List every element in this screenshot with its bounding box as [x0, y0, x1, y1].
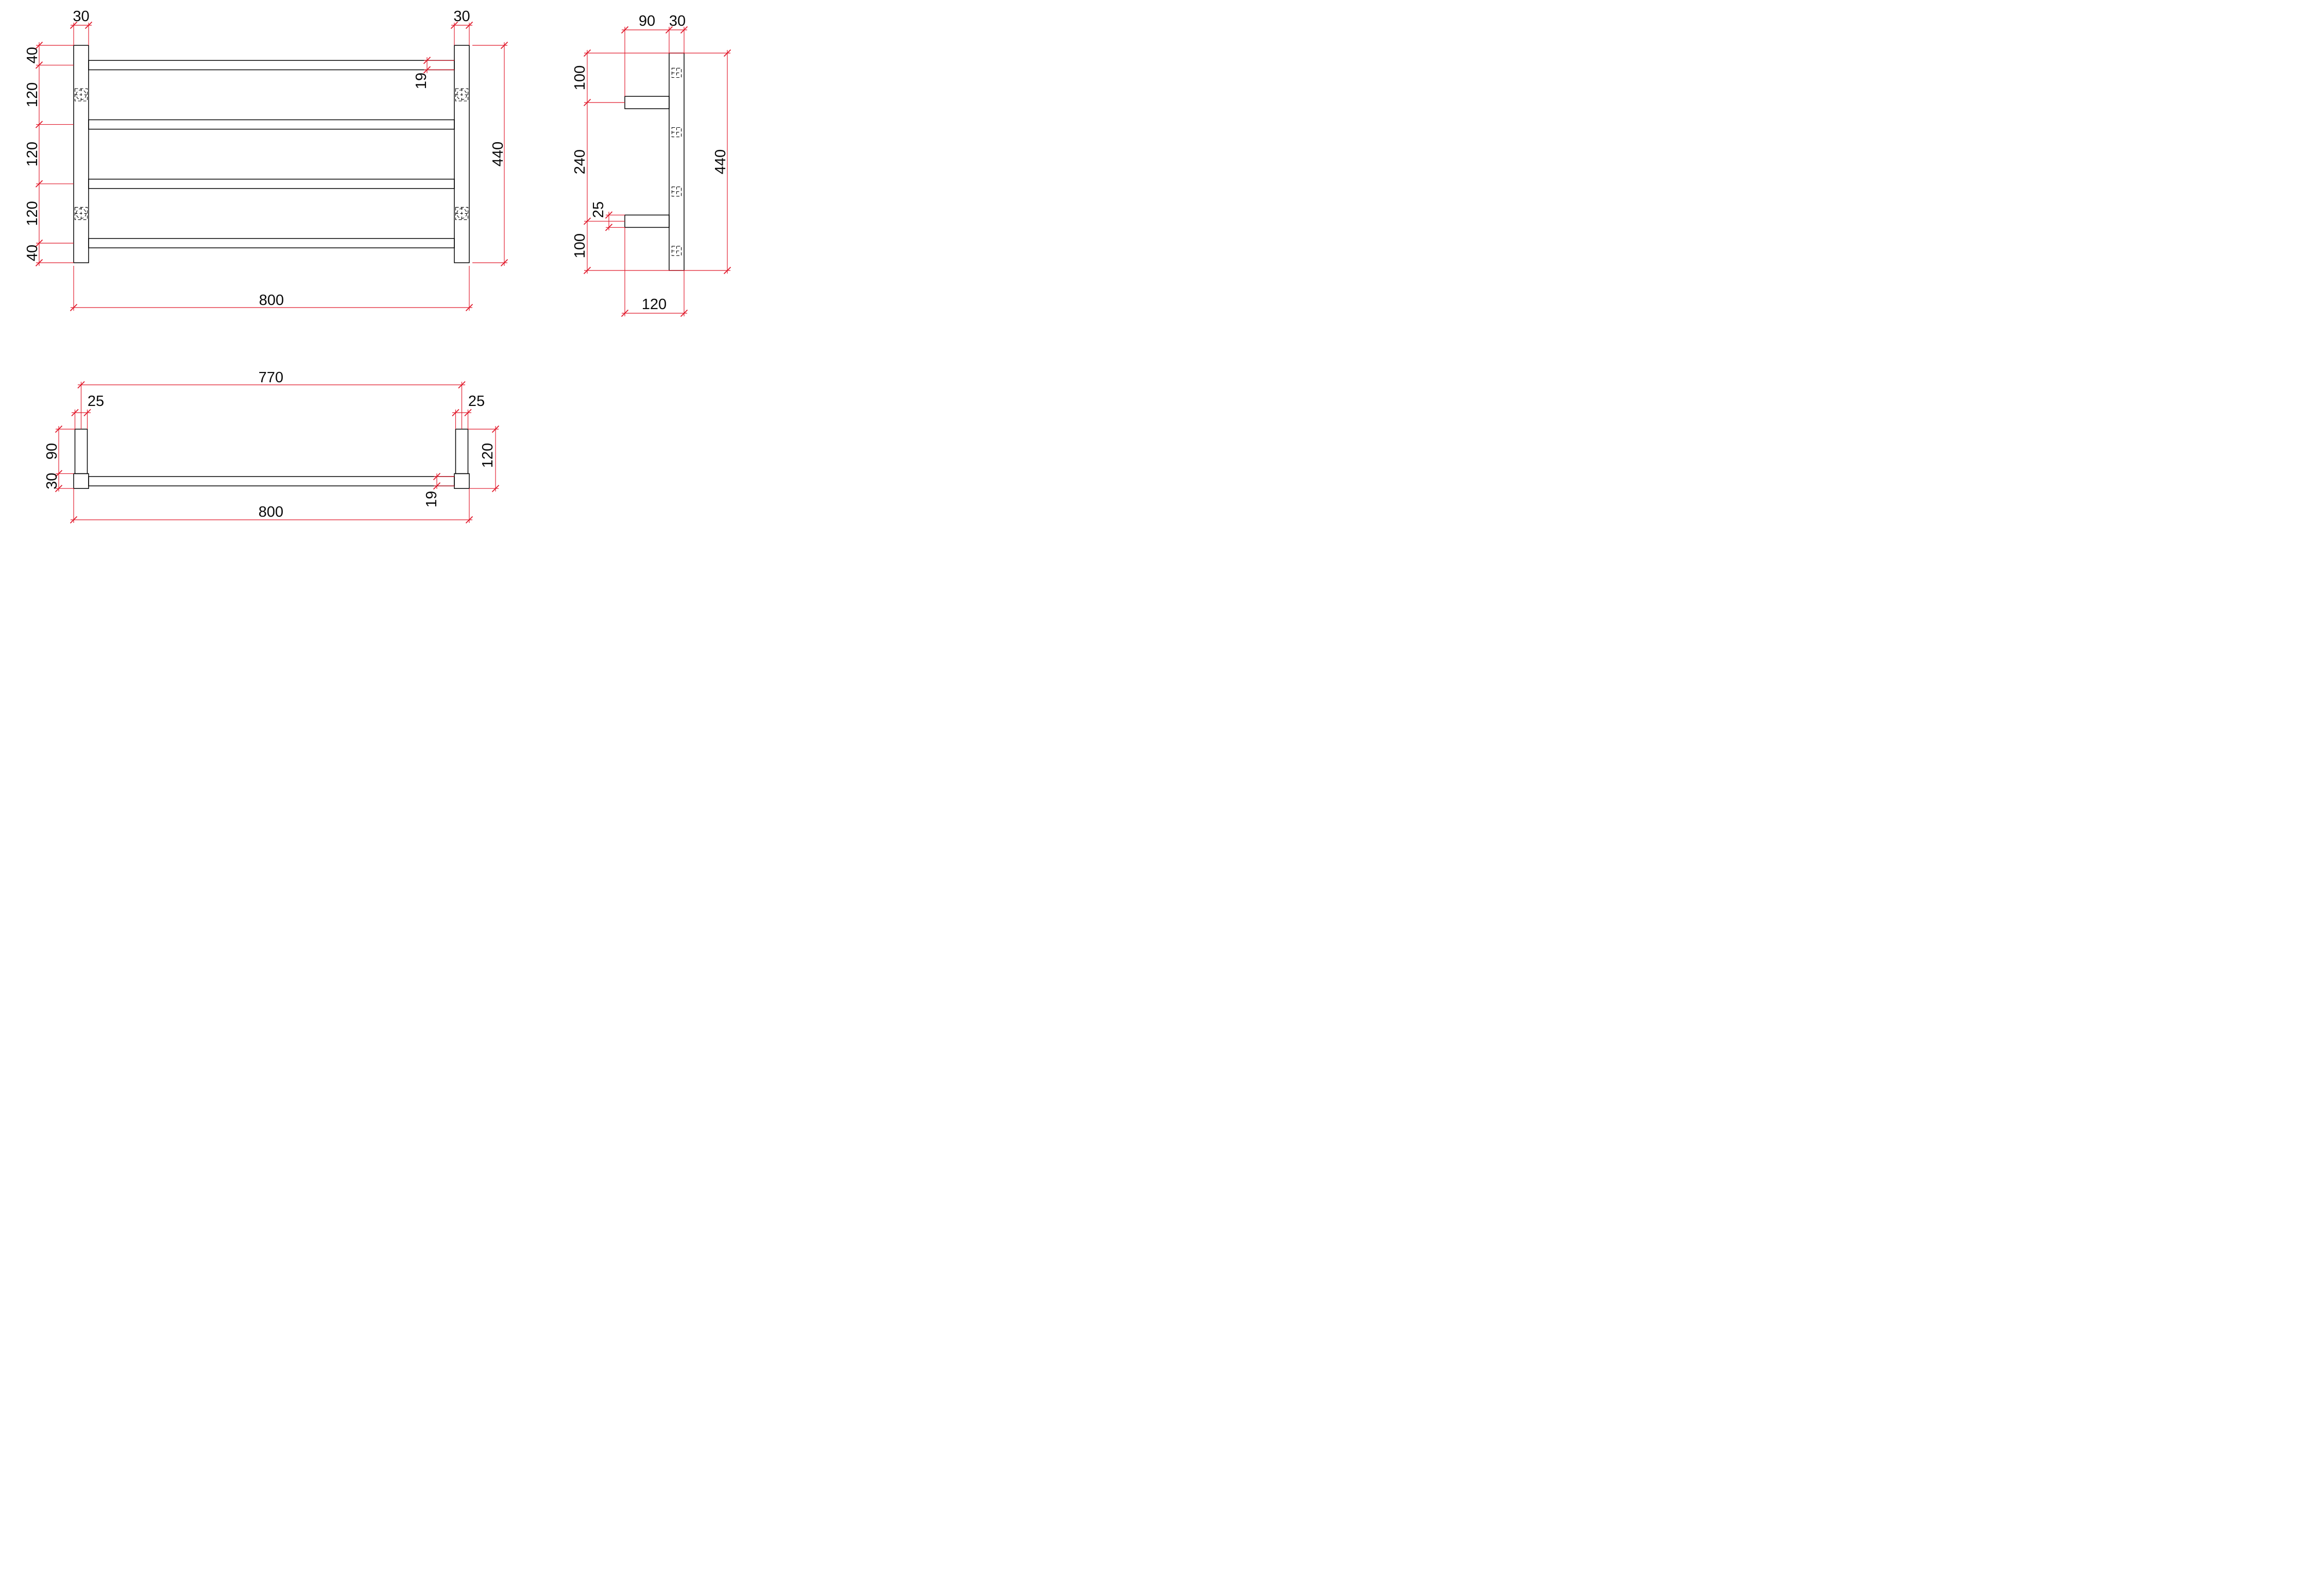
hidden-bracket-icon — [74, 88, 88, 101]
front-rail-1 — [88, 60, 455, 71]
bottom-view: 770 25 25 90 30 120 — [44, 369, 500, 524]
plan-right-bracket — [455, 429, 469, 474]
side-dim-height: 440 — [712, 49, 731, 275]
side-lower-bracket — [624, 214, 670, 228]
dim-label: 120 — [480, 443, 496, 468]
front-dim-chain-left: 40 120 120 120 40 — [24, 41, 74, 267]
dim-label: 800 — [259, 292, 284, 309]
bottom-dim-depth: 120 — [468, 425, 500, 493]
front-right-post — [454, 45, 470, 263]
hidden-rail-end-icon — [671, 246, 682, 256]
bottom-dim-bracket-width-left: 25 — [71, 393, 104, 429]
side-dim-depth: 120 — [621, 227, 688, 317]
bottom-dim-rail-thickness: 19 — [423, 472, 454, 507]
side-upper-bracket — [624, 96, 670, 109]
dim-label: 100 — [572, 65, 588, 90]
front-rail-4 — [88, 238, 455, 248]
bottom-dim-bracket-width-right: 25 — [452, 393, 485, 429]
front-rail-3 — [88, 178, 455, 189]
front-dim-rail-thickness: 19 — [413, 56, 454, 89]
dim-label: 440 — [490, 142, 506, 166]
side-view: 90 30 100 240 100 25 440 — [572, 13, 731, 317]
cad-drawing: 30 30 40 120 120 120 40 19 — [24, 8, 731, 524]
dim-label: 90 — [44, 443, 60, 460]
dim-label: 30 — [669, 13, 686, 29]
dim-label: 120 — [642, 296, 667, 313]
dim-label: 25 — [88, 393, 104, 410]
hidden-rail-end-icon — [671, 67, 682, 78]
plan-rail — [88, 476, 455, 486]
front-view: 30 30 40 120 120 120 40 19 — [24, 8, 508, 312]
plan-right-post — [454, 473, 470, 489]
dim-label: 800 — [259, 504, 283, 520]
hidden-rail-end-icon — [671, 127, 682, 138]
bottom-structure — [73, 429, 470, 489]
front-rail-2 — [88, 119, 455, 130]
dim-label: 120 — [24, 82, 41, 107]
front-dim-post-width-right: 30 — [450, 8, 473, 45]
dim-label: 30 — [453, 8, 470, 25]
front-dim-width: 800 — [70, 266, 473, 312]
front-left-post — [73, 45, 89, 263]
side-dim-chain-left: 100 240 100 — [572, 49, 730, 275]
bottom-dim-left-chain: 90 30 — [44, 425, 75, 493]
bottom-dim-post-centres: 770 — [77, 369, 466, 429]
hidden-bracket-icon — [455, 88, 469, 101]
side-dim-bracket-thickness: 25 — [590, 201, 625, 231]
dim-label: 120 — [24, 201, 41, 226]
drawing-sheet: 30 30 40 120 120 120 40 19 — [0, 0, 773, 532]
hidden-rail-end-icon — [671, 186, 682, 197]
dim-label: 90 — [639, 13, 655, 29]
plan-left-post — [73, 473, 89, 489]
dim-label: 40 — [24, 245, 41, 261]
dim-label: 40 — [24, 47, 41, 63]
dim-label: 770 — [259, 369, 283, 386]
front-structure — [73, 45, 470, 263]
dim-label: 19 — [413, 73, 430, 89]
hidden-bracket-icon — [455, 207, 469, 220]
dim-label: 100 — [572, 233, 588, 258]
dim-label: 19 — [423, 491, 440, 507]
front-bracket-symbols — [74, 88, 469, 220]
dim-label: 240 — [572, 149, 588, 174]
side-structure — [624, 53, 685, 271]
dim-label: 25 — [590, 201, 607, 218]
side-rail-end-symbols — [671, 67, 682, 256]
dim-label: 30 — [73, 8, 89, 25]
bottom-dim-width: 800 — [70, 488, 473, 524]
hidden-bracket-icon — [74, 207, 88, 220]
dim-label: 120 — [24, 142, 41, 166]
front-dim-height: 440 — [472, 41, 508, 267]
dim-label: 25 — [468, 393, 485, 410]
dim-label: 30 — [44, 473, 60, 489]
side-dim-top: 90 30 — [621, 13, 688, 96]
front-dim-post-width-left: 30 — [70, 8, 93, 45]
plan-left-bracket — [74, 429, 88, 474]
side-post — [669, 53, 685, 271]
dim-label: 440 — [712, 149, 729, 174]
